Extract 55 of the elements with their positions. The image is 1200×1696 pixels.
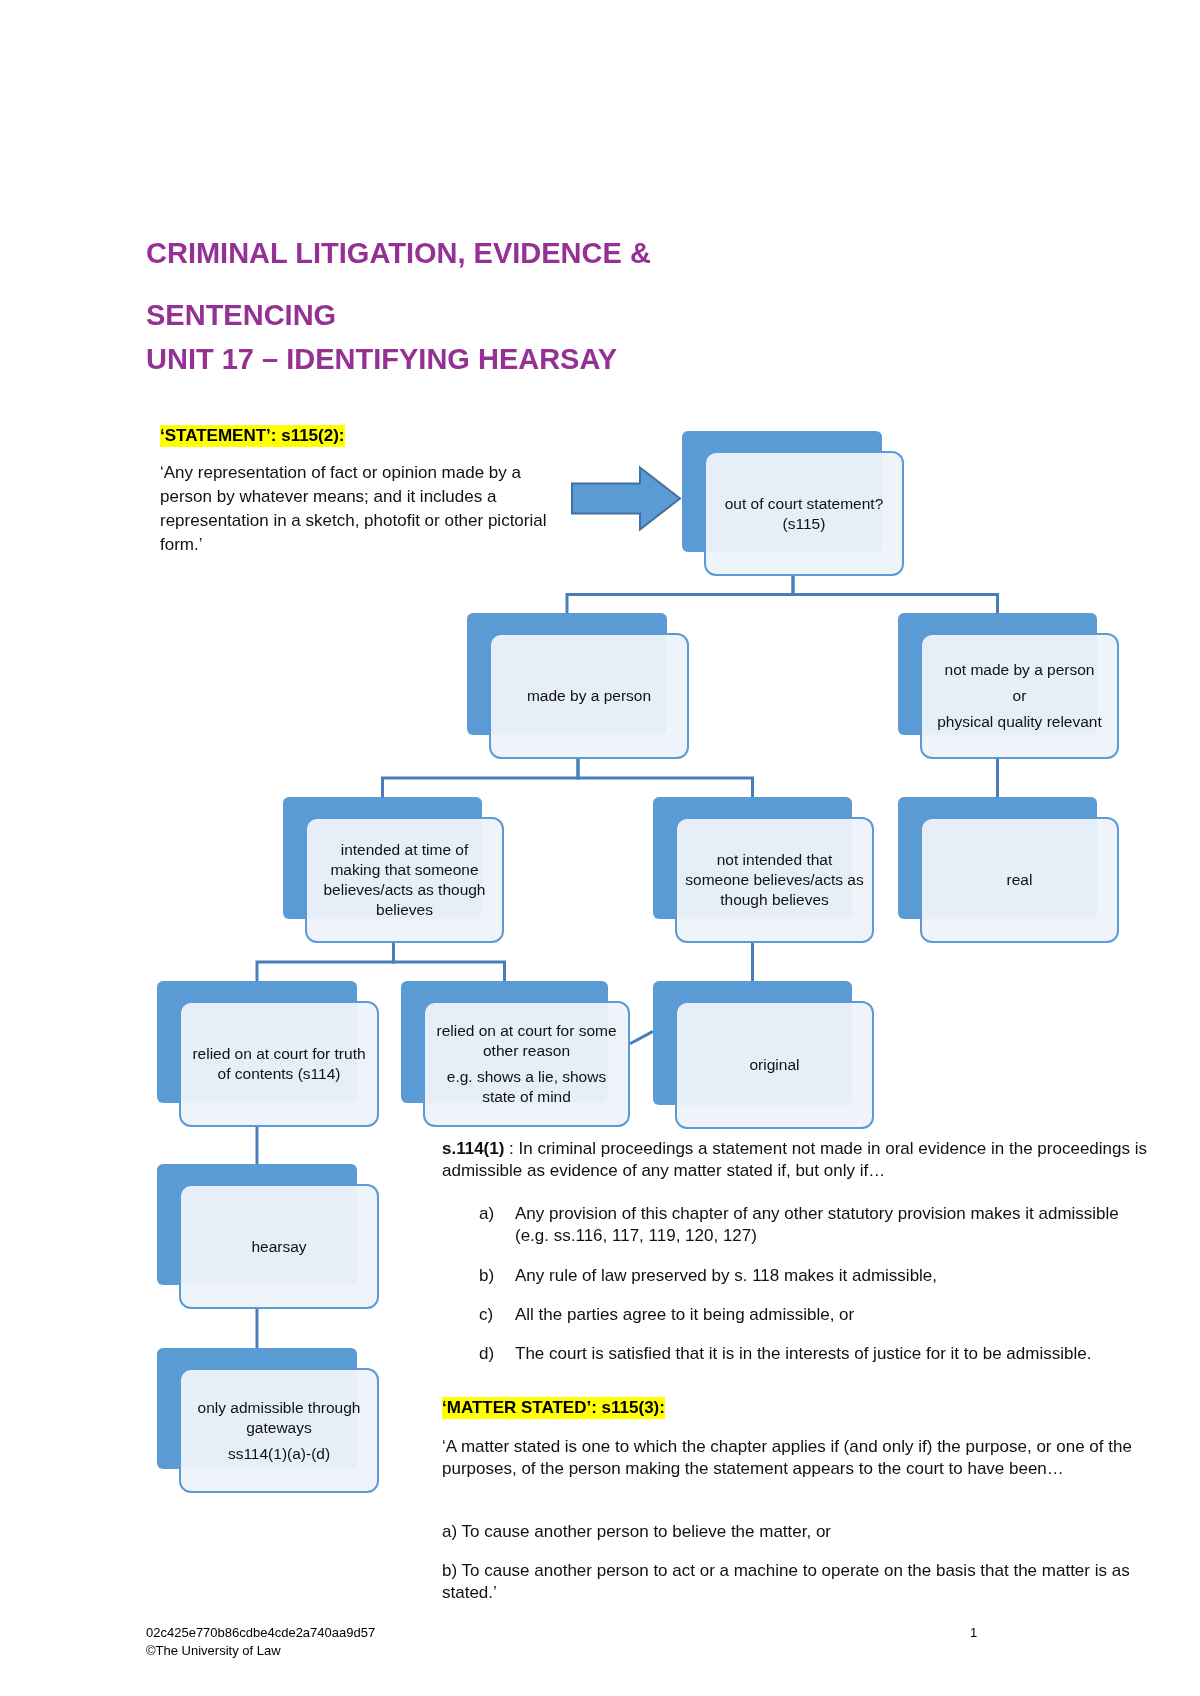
footer-text: ©The University of Law: [146, 1642, 281, 1659]
box-text: not intended that someone believes/acts as though believes: [685, 850, 864, 910]
body-text: All the parties agree to it being admissible, or: [515, 1304, 855, 1326]
layered-box: [898, 613, 1119, 759]
body-text: b): [479, 1265, 495, 1287]
layered-box: [682, 431, 904, 576]
body-text: a) To cause another person to believe the matter, or: [442, 1521, 832, 1543]
box-text: only admissible through gateways: [196, 1397, 362, 1438]
footer-text: 1: [970, 1624, 978, 1641]
box-text: physical quality relevant: [937, 712, 1102, 732]
layered-box: [283, 797, 504, 943]
box-text: real: [1006, 870, 1033, 890]
box-text: made by a person: [526, 686, 652, 706]
connector-line: [255, 1309, 259, 1348]
section-heading: ‘STATEMENT’: s115(2):: [160, 425, 345, 447]
box-text: intended at time of making that someone believes/acts as though believes: [322, 840, 487, 920]
layered-box: [653, 981, 874, 1129]
body-text: a): [479, 1203, 495, 1225]
box-text: e.g. shows a lie, shows state of mind: [445, 1067, 608, 1107]
layered-box: [467, 613, 689, 759]
layered-box: [157, 981, 379, 1127]
box-text: out of court statement? (s115): [723, 493, 885, 534]
body-text: Any provision of this chapter of any other statutory provision makes it admissible (e.g. ss.116, 117, 119, 120, 127): [515, 1203, 1120, 1247]
body-text: Any rule of law preserved by s. 118 makes it admissible,: [515, 1265, 938, 1287]
connector-line: [392, 943, 506, 981]
layered-box: [157, 1164, 379, 1309]
body-text: b) To cause another person to act or a machine to operate on the basis that the matter is as stated.’: [442, 1560, 1131, 1604]
section-heading: ‘MATTER STATED’: s115(3):: [442, 1397, 665, 1419]
body-text: d): [479, 1343, 495, 1365]
body-text: The court is satisfied that it is in the interests of justice for it to be admissible.: [515, 1343, 1092, 1365]
box-text: relied on at court for some other reason: [435, 1021, 618, 1061]
box-text: ss114(1)(a)-(d): [227, 1443, 331, 1464]
box-text: original: [749, 1055, 800, 1075]
layered-box: [898, 797, 1119, 943]
connector-line: [255, 1127, 259, 1164]
body-text: ‘A matter stated is one to which the chapter applies if (and only if) the purpose, or one of the purposes, of the person making the statement appears to the court to have been…: [442, 1436, 1133, 1480]
layered-box: [157, 1348, 379, 1493]
connector-line: [629, 1030, 654, 1046]
box-text: hearsay: [251, 1236, 307, 1257]
block-arrow: [571, 465, 682, 532]
layered-box: [653, 797, 874, 943]
box-text: or: [1012, 686, 1027, 706]
body-text: s.114(1) : In criminal proceedings a statement not made in oral evidence in the proceedings is admissible as evidence of any matter stated if, but only if…: [442, 1138, 1148, 1182]
footer-text: 02c425e770b86cdbe4cde2a740aa9d57: [146, 1624, 376, 1641]
box-text: relied on at court for truth of contents (s114): [191, 1044, 367, 1084]
connector-line: [751, 943, 754, 981]
box-text: not made by a person: [944, 660, 1095, 680]
body-text: c): [479, 1304, 494, 1326]
title: CRIMINAL LITIGATION, EVIDENCE & SENTENCING: [146, 236, 652, 333]
connector-line: [996, 759, 999, 797]
layered-box: [401, 981, 630, 1127]
connector-line: [791, 576, 999, 613]
subtitle: UNIT 17 – IDENTIFYING HEARSAY: [146, 342, 618, 377]
connector-line: [576, 759, 754, 797]
quote-text: ‘Any representation of fact or opinion made by a person by whatever means; and it includes a representation in a sketch, photofit or other pictorial form.’: [160, 462, 548, 556]
